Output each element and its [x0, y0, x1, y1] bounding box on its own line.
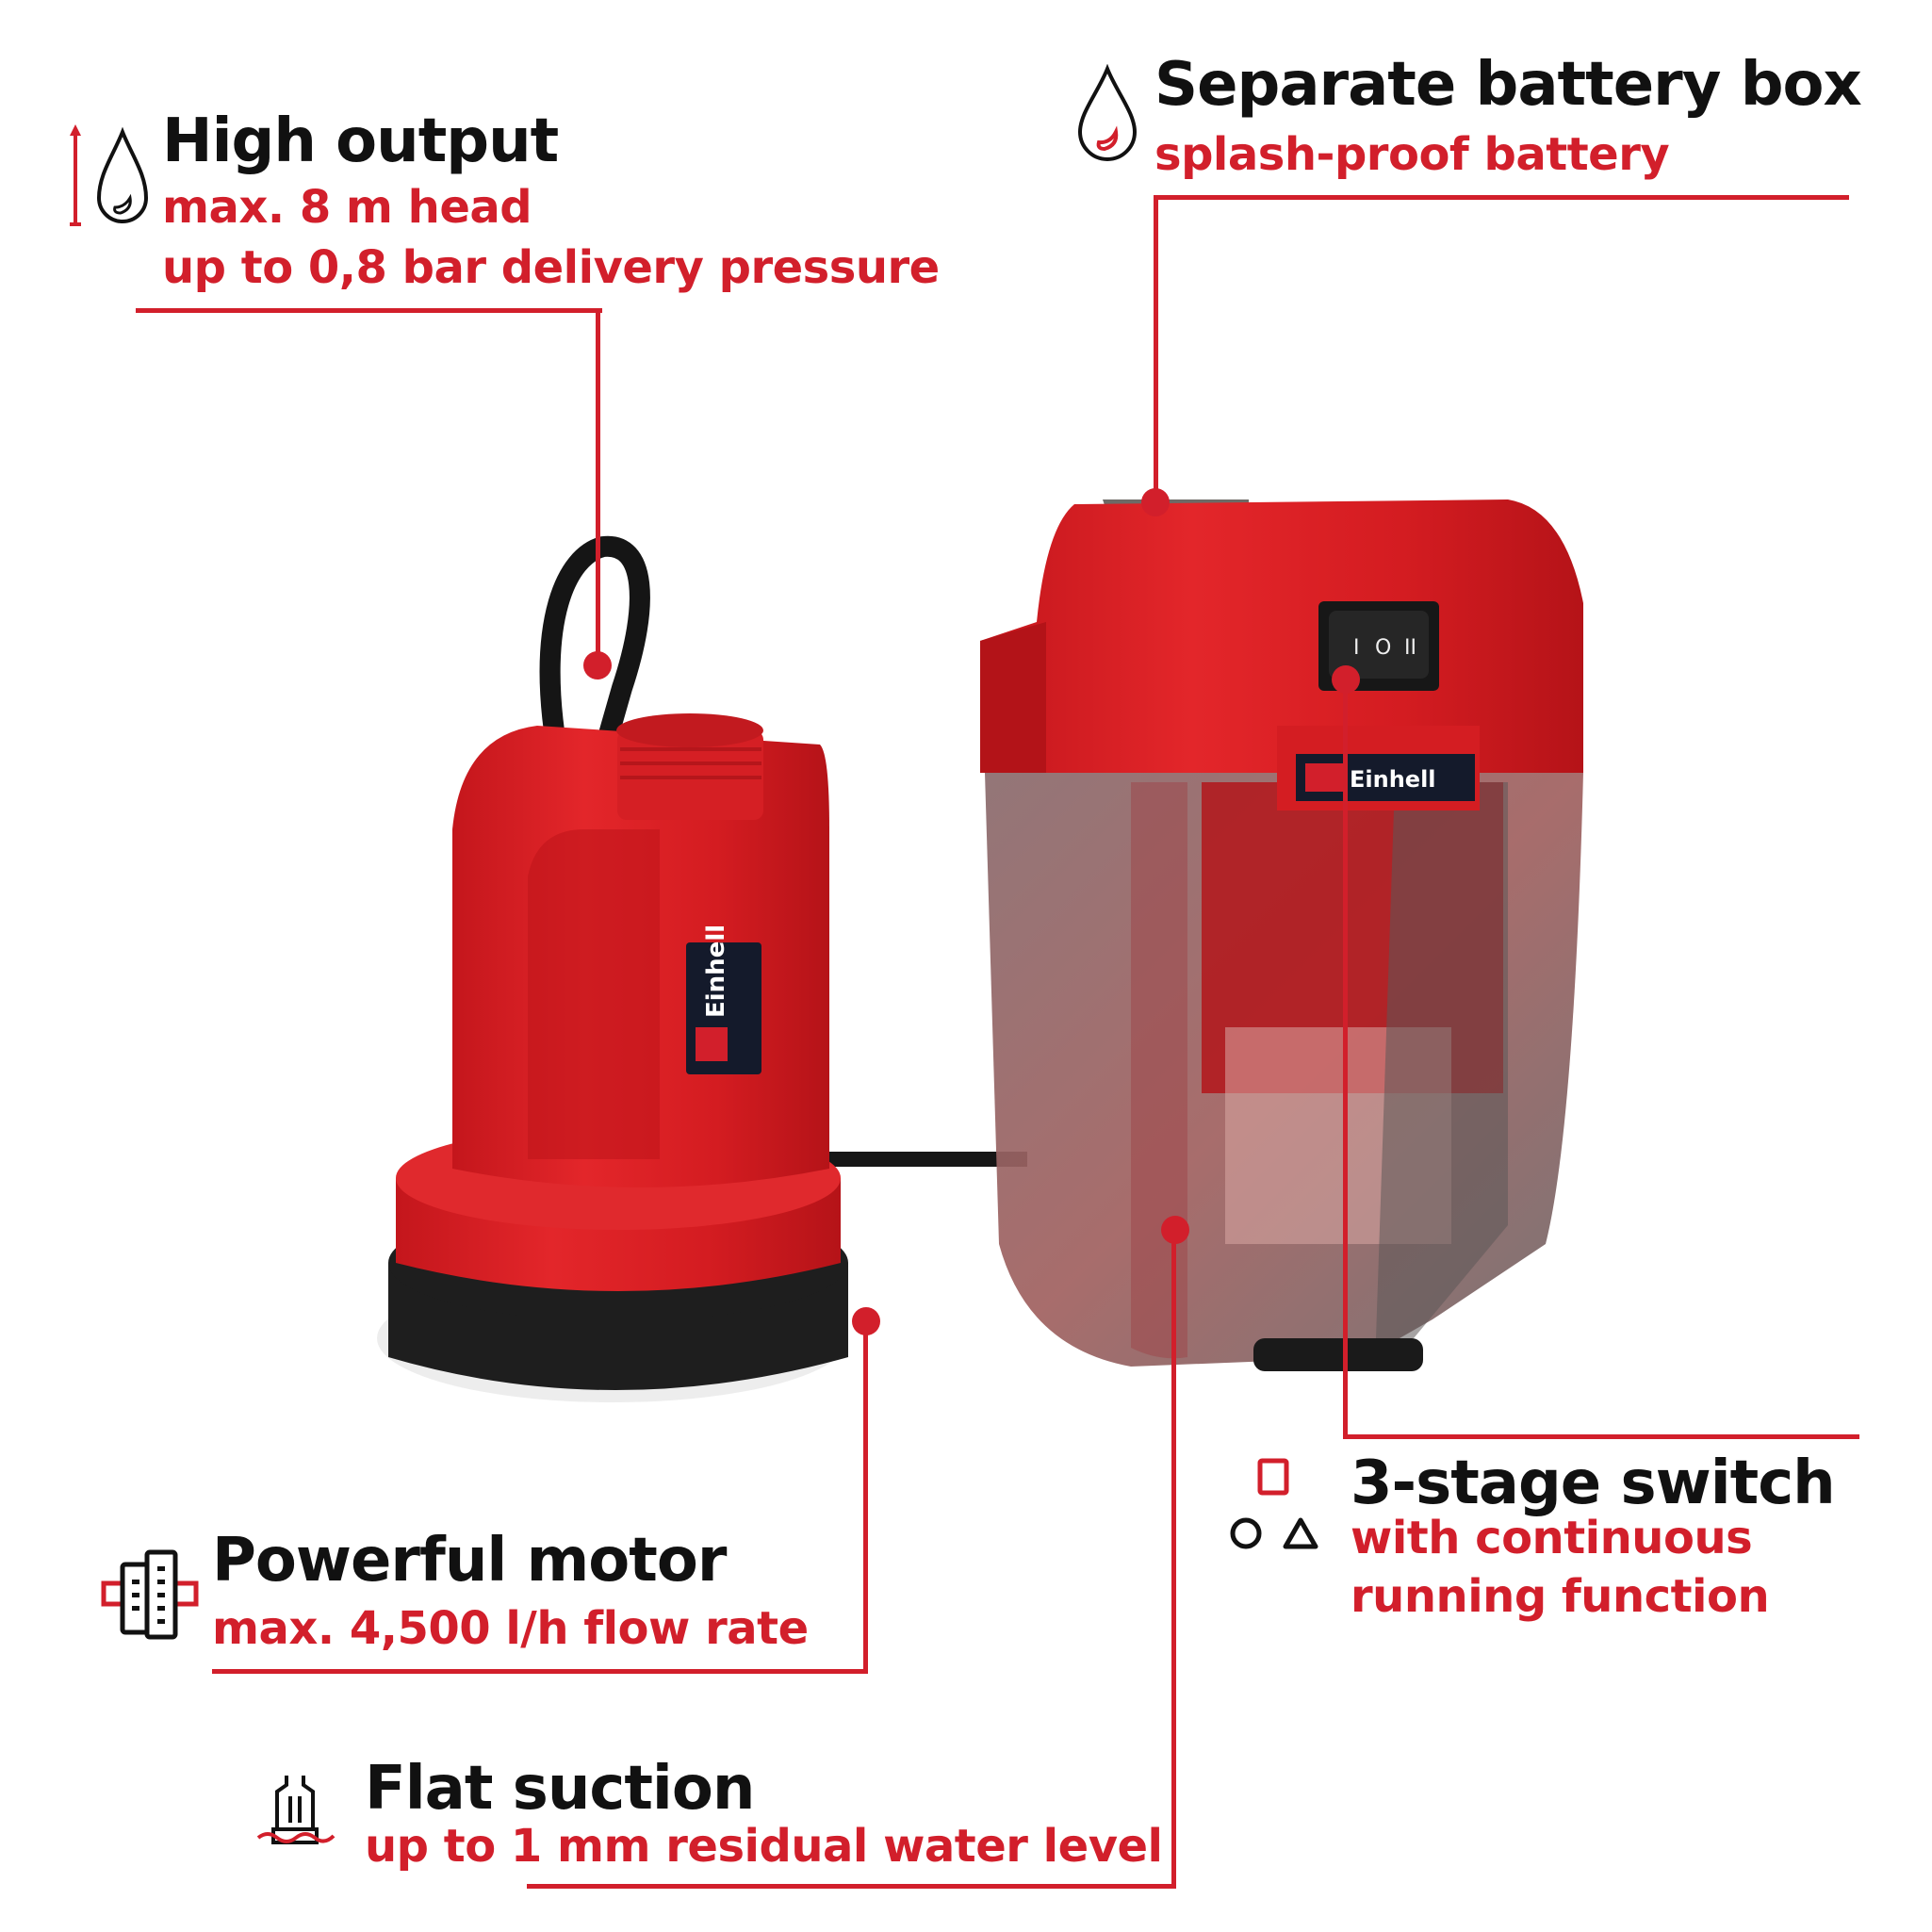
feature-detail-high-output-1: max. 8 m head — [162, 181, 532, 234]
svg-text:I: I — [1353, 636, 1360, 660]
feature-title-motor: Powerful motor — [212, 1526, 727, 1596]
svg-text:Einhell: Einhell — [702, 925, 730, 1018]
callout-dot-battery-box — [1141, 488, 1170, 516]
svg-text:Einhell: Einhell — [1350, 766, 1436, 793]
feature-detail-suction: up to 1 mm residual water level — [365, 1820, 1163, 1873]
callout-line-suction — [527, 1884, 1176, 1889]
callout-line-switch — [1343, 1434, 1859, 1439]
submersible-pump: Einhell — [377, 713, 848, 1402]
shapes-square-circle-triangle-icon — [1225, 1456, 1329, 1550]
feature-detail-switch-2: running function — [1351, 1570, 1770, 1623]
motor-icon — [100, 1547, 199, 1642]
callout-line-battery-box — [1154, 195, 1849, 200]
callout-line-suction-vertical — [1171, 1229, 1176, 1889]
svg-text:II: II — [1404, 636, 1416, 660]
callout-line-switch-vertical — [1343, 679, 1348, 1438]
water-drop-icon — [1072, 64, 1143, 163]
feature-title-switch: 3-stage switch — [1351, 1449, 1836, 1518]
feature-detail-motor: max. 4,500 l/h flow rate — [212, 1602, 809, 1655]
pump-cable — [539, 535, 650, 758]
flat-suction-pump-icon — [256, 1768, 336, 1853]
battery-box: I O II Einhell — [980, 499, 1583, 1371]
feature-title-battery-box: Separate battery box — [1154, 50, 1862, 120]
feature-detail-battery-box: splash-proof battery — [1154, 128, 1670, 181]
callout-dot-high-output — [583, 651, 612, 679]
callout-line-high-output — [136, 308, 602, 313]
feature-title-high-output: High output — [162, 106, 559, 176]
callout-line-motor — [212, 1669, 868, 1674]
feature-detail-high-output-2: up to 0,8 bar delivery pressure — [162, 241, 940, 294]
callout-line-high-output-vertical — [596, 308, 600, 666]
water-drop-height-icon — [66, 123, 160, 231]
callout-line-battery-box-vertical — [1154, 195, 1158, 501]
feature-title-suction: Flat suction — [365, 1754, 755, 1824]
svg-text:O: O — [1375, 636, 1391, 660]
feature-detail-switch-1: with continuous — [1351, 1512, 1753, 1564]
callout-line-motor-vertical — [863, 1320, 868, 1674]
